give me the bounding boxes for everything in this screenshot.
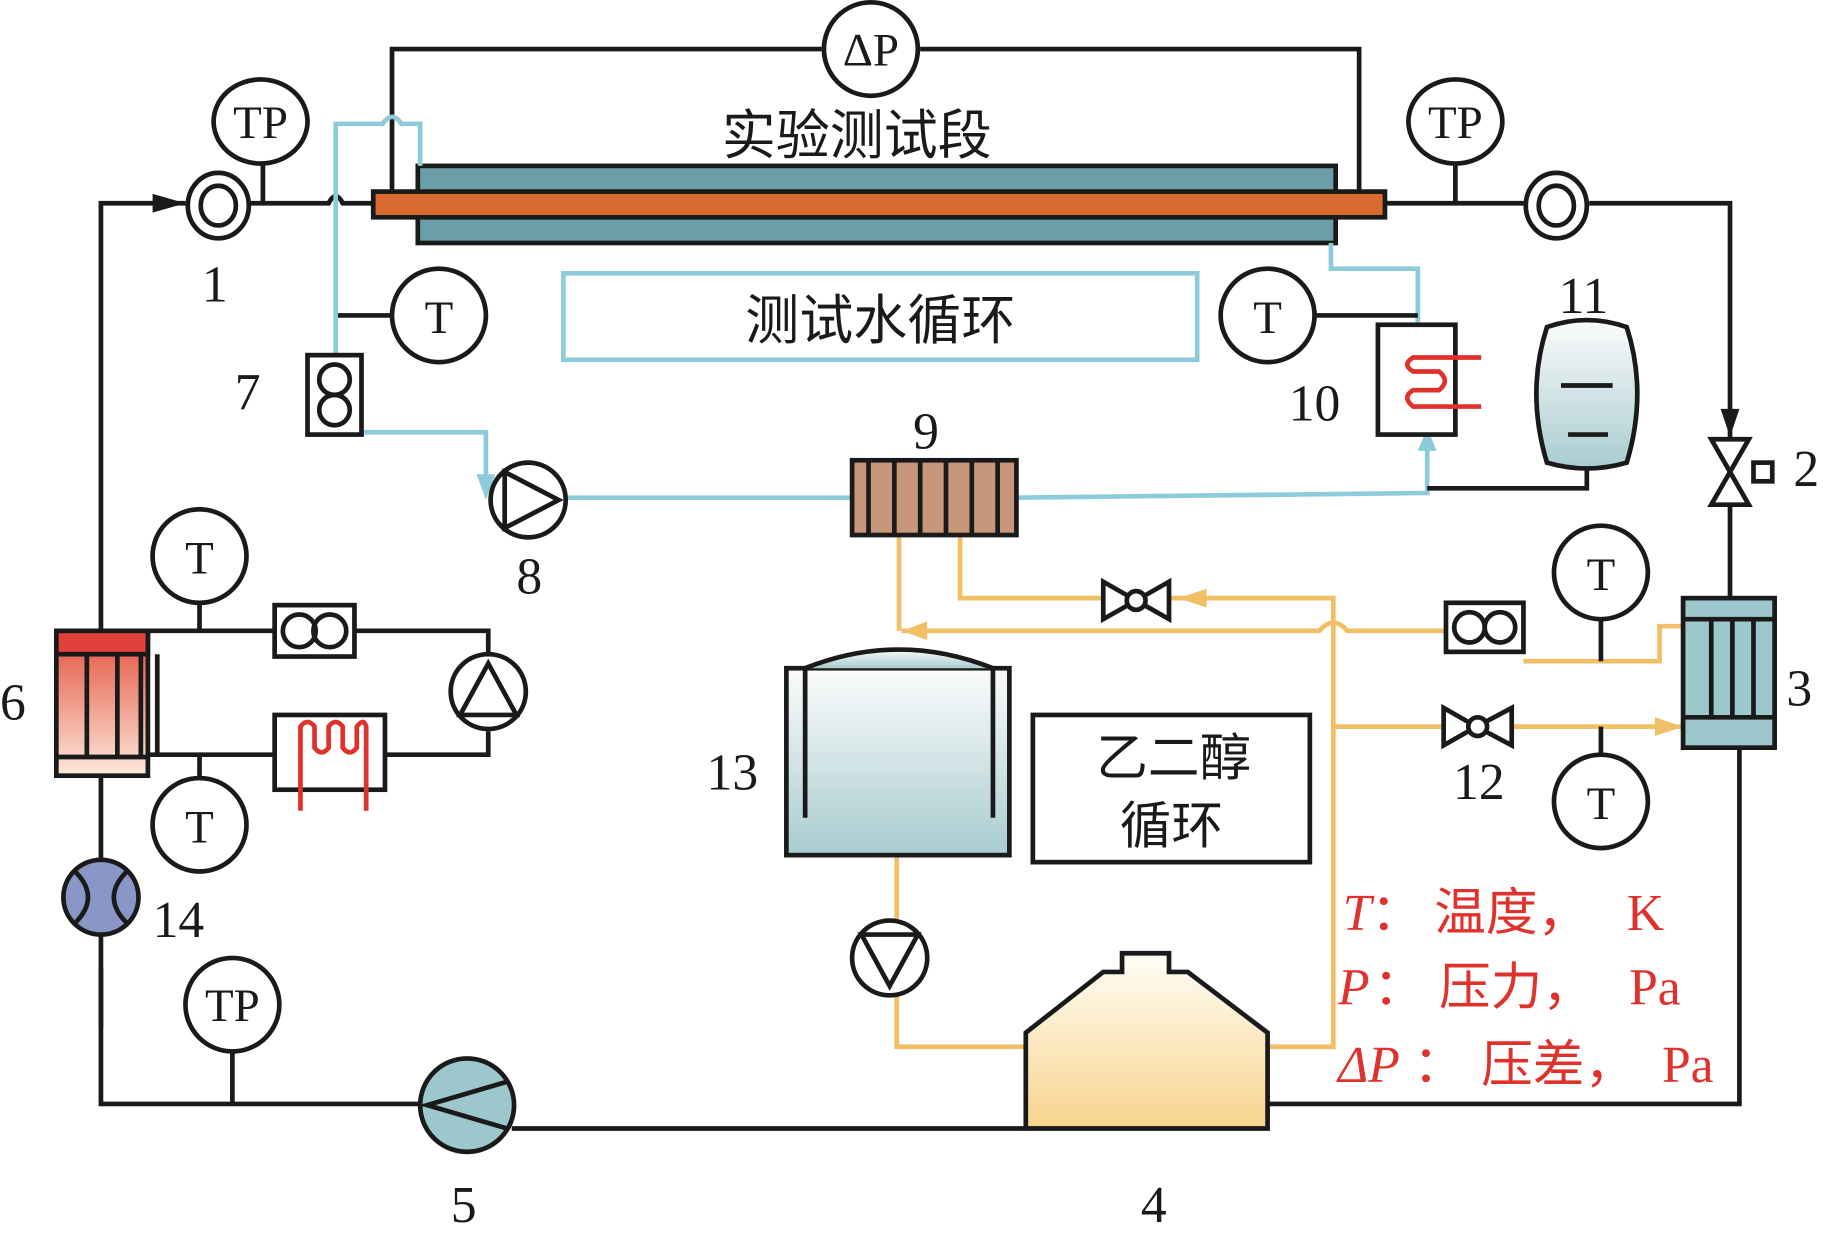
water-loop-label: 测试水循环 [745, 289, 1015, 352]
svg-text:温度，: 温度， [1434, 883, 1589, 943]
condenser-heater[interactable] [272, 712, 388, 811]
glycol-pump[interactable] [849, 918, 930, 998]
number-3: 3 [1786, 661, 1812, 718]
svg-text:T: T [1587, 778, 1616, 830]
component-2-expansion-valve[interactable] [1707, 436, 1775, 508]
svg-text:Pa: Pa [1629, 960, 1681, 1017]
component-12-valve[interactable] [1441, 703, 1515, 750]
glycol-label-line2: 循环 [1120, 797, 1223, 857]
sensor-tp-1[interactable]: TP [211, 77, 310, 204]
component-13-glycol-tank[interactable] [784, 647, 1012, 858]
component-6-condenser[interactable] [53, 628, 160, 779]
component-numbers: 1 2 3 4 5 6 7 8 9 10 11 12 13 14 [0, 257, 1819, 1234]
component-8-pump[interactable] [488, 460, 569, 540]
svg-text:压差，: 压差， [1481, 1035, 1636, 1095]
sensor-t-water-in[interactable]: T [338, 266, 489, 365]
svg-text:T: T [1587, 549, 1616, 601]
glycol-label-line1: 乙二醇 [1096, 729, 1251, 789]
component-3-heat-exchanger[interactable] [1680, 595, 1777, 750]
flow-arrow [1720, 408, 1740, 437]
condenser-branch-lines [147, 628, 491, 758]
glycol-valve-upper[interactable] [1100, 577, 1172, 624]
svg-text:ΔP: ΔP [843, 25, 899, 77]
glycol-loop-box: 乙二醇 循环 [1030, 712, 1313, 865]
sensor-t-water-out[interactable]: T [1218, 266, 1418, 365]
number-12: 12 [1453, 754, 1505, 811]
component-14-filter[interactable] [61, 857, 141, 937]
component-9-heat-exchanger[interactable] [849, 457, 1019, 538]
sensor-t-3-top[interactable]: T [1551, 523, 1651, 662]
component-10-heater[interactable] [1375, 322, 1482, 437]
svg-text:T: T [1343, 885, 1375, 942]
number-13: 13 [707, 745, 759, 802]
legend-item-pressure-difference: ΔP ： 压差， Pa [1336, 1035, 1714, 1095]
sensor-tp-2[interactable]: TP [1406, 77, 1505, 204]
number-4: 4 [1141, 1177, 1167, 1234]
svg-text:TP: TP [233, 97, 288, 149]
number-9: 9 [913, 404, 939, 461]
glycol-flowmeter[interactable] [1443, 600, 1526, 655]
condenser-pump[interactable] [448, 651, 529, 732]
water-loop-lines: 测试水循环 [333, 114, 1437, 500]
number-2: 2 [1793, 441, 1819, 498]
number-8: 8 [516, 549, 542, 606]
sensor-t-3-bottom[interactable]: T [1551, 726, 1651, 851]
number-6: 6 [0, 675, 26, 732]
legend-item-temperature: T ： 温度， K [1343, 883, 1664, 943]
component-11-water-tank[interactable] [1427, 317, 1640, 491]
number-1: 1 [202, 257, 228, 314]
sensor-dp[interactable]: ΔP [821, 0, 921, 99]
svg-text:P: P [1337, 960, 1370, 1017]
svg-text:T: T [185, 801, 214, 853]
component-7-flowmeter[interactable] [305, 352, 364, 437]
legend-item-pressure: P ： 压力， Pa [1337, 958, 1681, 1018]
main-loop-lines [98, 46, 1742, 1131]
svg-text:T: T [425, 292, 454, 344]
component-1b-flowmeter[interactable] [1523, 170, 1590, 241]
number-10: 10 [1289, 376, 1341, 433]
component-4-compressor[interactable] [1023, 950, 1270, 1131]
number-5: 5 [451, 1177, 477, 1234]
svg-text:TP: TP [205, 980, 260, 1032]
number-11: 11 [1559, 268, 1609, 325]
component-5-pump[interactable] [417, 1056, 517, 1155]
sensor-t-6-top[interactable]: T [150, 507, 249, 631]
condenser-flowmeter[interactable] [272, 602, 357, 659]
number-14: 14 [153, 892, 205, 949]
svg-text:T: T [185, 533, 214, 585]
svg-text:TP: TP [1428, 97, 1483, 149]
svg-text:Pa: Pa [1662, 1037, 1714, 1094]
number-7: 7 [235, 364, 261, 421]
svg-text:T: T [1253, 292, 1282, 344]
svg-text:：: ： [1413, 1037, 1465, 1094]
svg-text:ΔP: ΔP [1336, 1037, 1400, 1094]
test-section: 实验测试段 [370, 104, 1388, 246]
flow-arrow [152, 193, 186, 213]
test-section-label: 实验测试段 [722, 104, 992, 167]
sensor-tp-3[interactable]: TP [183, 955, 282, 1054]
glycol-loop-lines [894, 535, 1684, 1050]
sensor-t-6-bottom[interactable]: T [150, 754, 249, 874]
component-1-flowmeter[interactable] [185, 170, 252, 241]
legend: T ： 温度， K P ： 压力， Pa ΔP ： 压差， Pa [1336, 883, 1714, 1095]
svg-text:K: K [1627, 885, 1664, 942]
svg-text:压力，: 压力， [1439, 958, 1594, 1018]
svg-text:：: ： [1373, 960, 1425, 1017]
svg-text:：: ： [1371, 885, 1423, 942]
